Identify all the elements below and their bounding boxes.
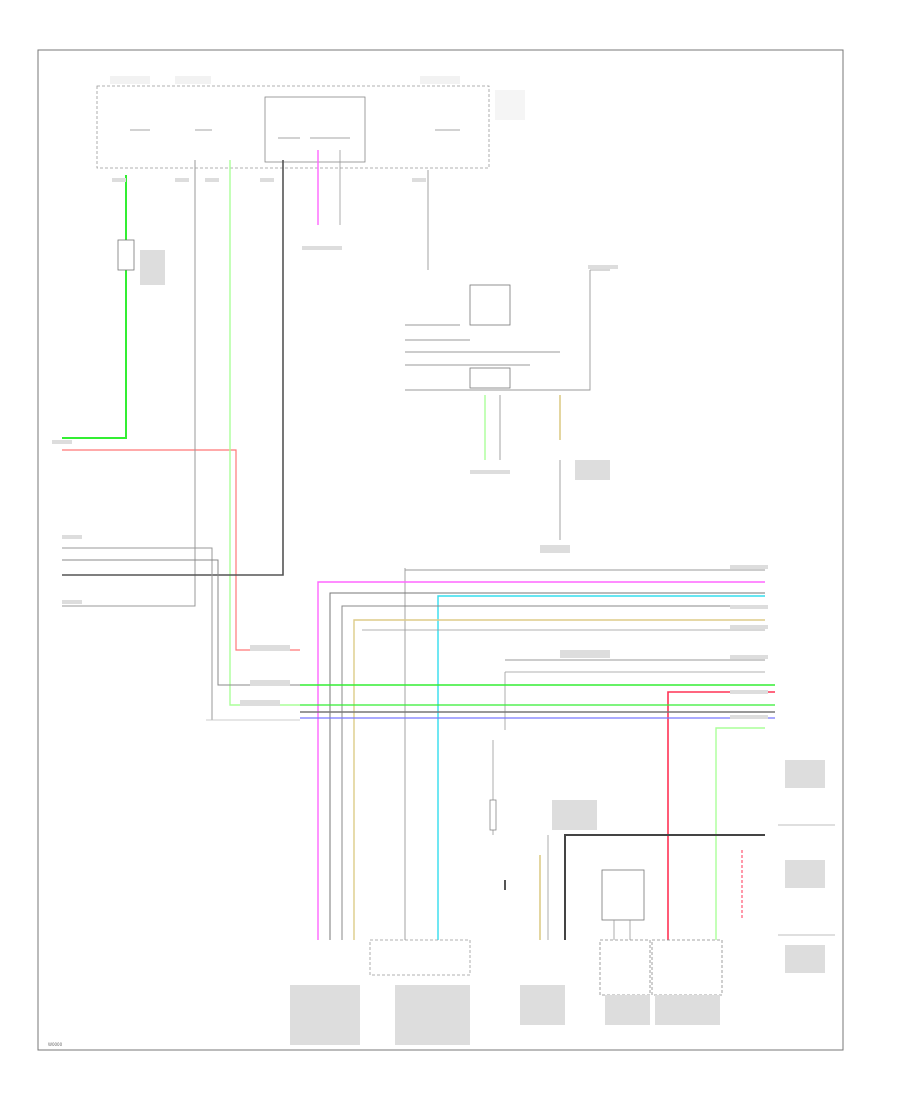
wire-pink [62, 449, 300, 651]
wire-green-left [62, 175, 127, 439]
fuse-relay-block-outline [96, 85, 490, 169]
wire-cyan [437, 595, 765, 940]
integration-relay-outline [264, 96, 366, 163]
wire-lime [229, 160, 300, 706]
page-id: W0000 [48, 1042, 63, 1047]
wire-dark-b [341, 605, 765, 940]
diagram-frame [37, 49, 844, 1051]
wires [62, 150, 775, 996]
fuse-relay-block [96, 76, 525, 169]
wire-red [667, 691, 775, 940]
wire-dark-bus [564, 834, 765, 940]
connector-box-bottom [369, 939, 471, 976]
wire-gray-a [62, 160, 196, 607]
wire-dark-a [329, 592, 765, 940]
wire-black-a [62, 160, 284, 576]
label-marks [52, 178, 825, 1045]
wire-gray-b [62, 547, 213, 720]
sensor-module [405, 269, 610, 391]
connector-junction-left [117, 239, 135, 271]
wire-magenta [317, 581, 765, 940]
seat-switch-module [599, 869, 723, 996]
wire-tan [353, 619, 765, 940]
wire-gray-c [62, 559, 300, 686]
